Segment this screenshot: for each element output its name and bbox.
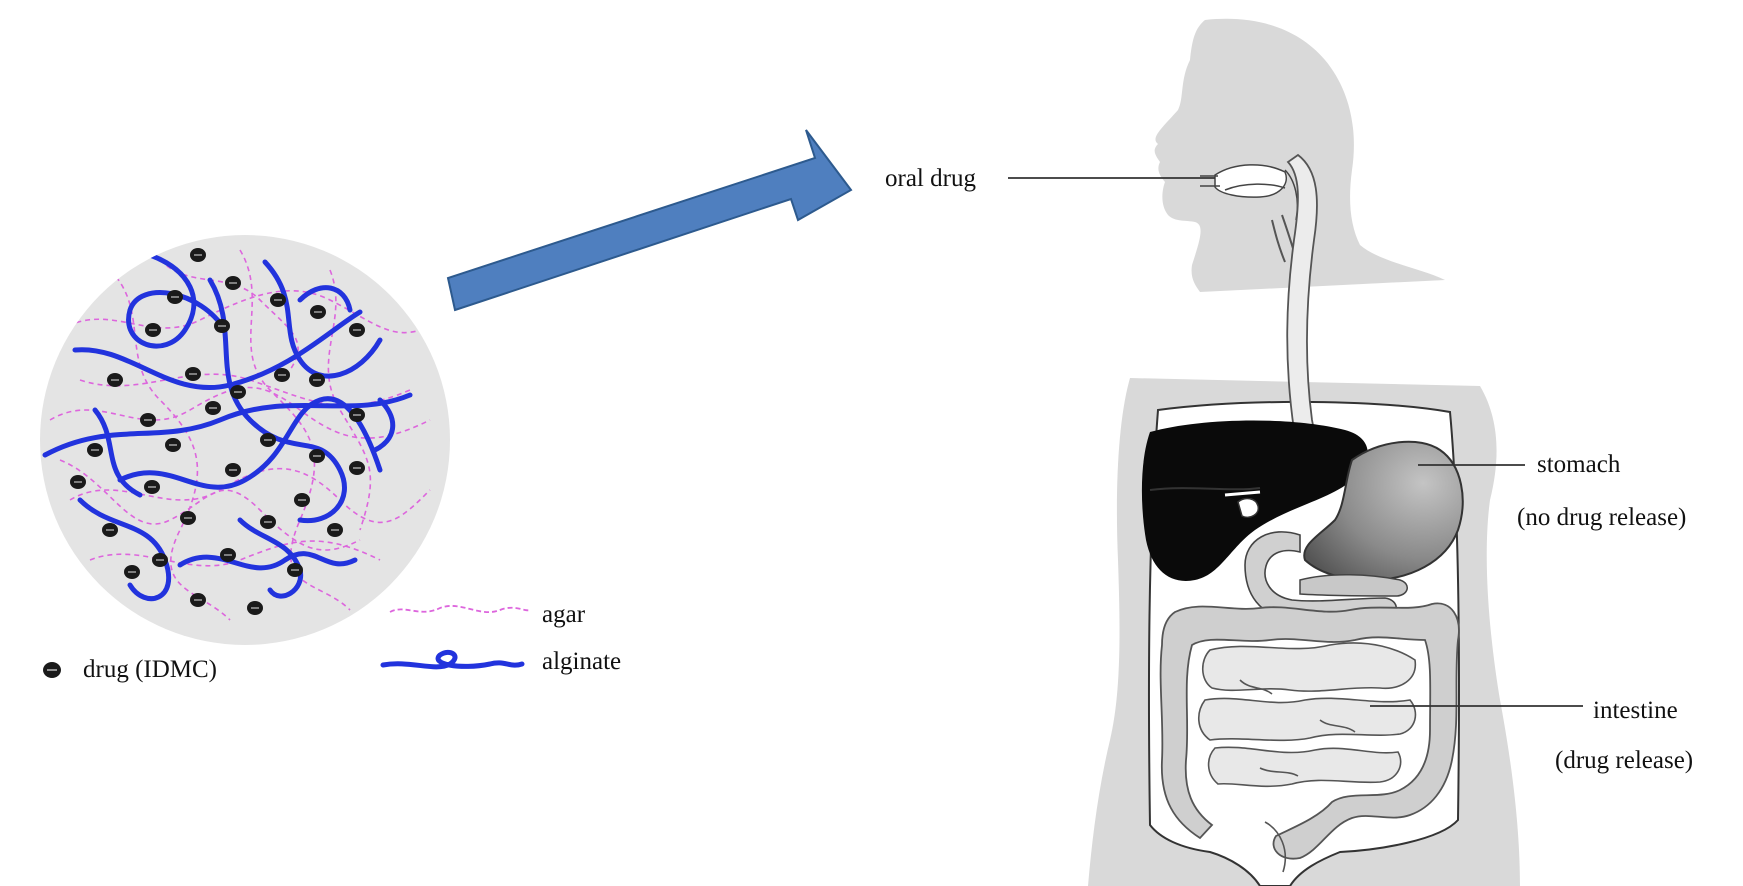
legend-agar-label: agar (542, 601, 586, 628)
drug-molecule (214, 319, 230, 333)
drug-molecule (260, 515, 276, 529)
drug-molecule (102, 523, 118, 537)
legend-alginate-label: alginate (542, 648, 622, 675)
drug-molecule (205, 401, 221, 415)
stomach-label: stomach (1537, 451, 1621, 478)
pancreas (1299, 573, 1408, 597)
drug-molecule (124, 565, 140, 579)
drug-molecule (309, 449, 325, 463)
rectum (1264, 821, 1287, 873)
drug-molecule (287, 563, 303, 577)
drug-molecule (87, 443, 103, 457)
drug-molecule (349, 408, 365, 422)
drug-molecule (225, 463, 241, 477)
drug-molecule (274, 368, 290, 382)
drug-molecule (190, 248, 206, 262)
drug-molecule (140, 413, 156, 427)
intestine-label: intestine (1593, 697, 1678, 724)
legend-drug-symbol (43, 662, 61, 678)
human-body (1088, 18, 1520, 886)
hydrogel-bead (40, 235, 450, 645)
intestine-note: (drug release) (1555, 747, 1694, 774)
drug-molecule (185, 367, 201, 381)
drug-molecule (145, 323, 161, 337)
drug-molecule (144, 480, 160, 494)
drug-molecule (309, 373, 325, 387)
drug-molecule (349, 461, 365, 475)
legend-agar-swatch (389, 605, 531, 613)
drug-molecule (247, 601, 263, 615)
legend (43, 605, 531, 678)
drug-molecule (310, 305, 326, 319)
drug-molecule (190, 593, 206, 607)
small-intestine (1198, 642, 1417, 788)
drug-molecule (107, 373, 123, 387)
bead-background (40, 235, 450, 645)
stomach-note: (no drug release) (1517, 504, 1687, 531)
drug-molecule (180, 511, 196, 525)
legend-drug-label: drug (IDMC) (83, 656, 218, 683)
gallbladder (1237, 497, 1259, 518)
large-intestine (1159, 602, 1460, 860)
drug-molecule (220, 548, 236, 562)
drug-molecule (349, 323, 365, 337)
legend-alginate-swatch (380, 649, 525, 670)
drug-molecule (165, 438, 181, 452)
drug-molecule (167, 290, 183, 304)
oral-drug-label: oral drug (885, 165, 976, 192)
drug-molecule (230, 385, 246, 399)
drug-molecule (270, 293, 286, 307)
drug-molecules (70, 248, 365, 615)
drug-molecule (294, 493, 310, 507)
delivery-arrow (446, 129, 853, 312)
drug-molecule (70, 475, 86, 489)
drug-molecule (225, 276, 241, 290)
drug-molecule (327, 523, 343, 537)
drug-molecule (260, 433, 276, 447)
drug-molecule (152, 553, 168, 567)
